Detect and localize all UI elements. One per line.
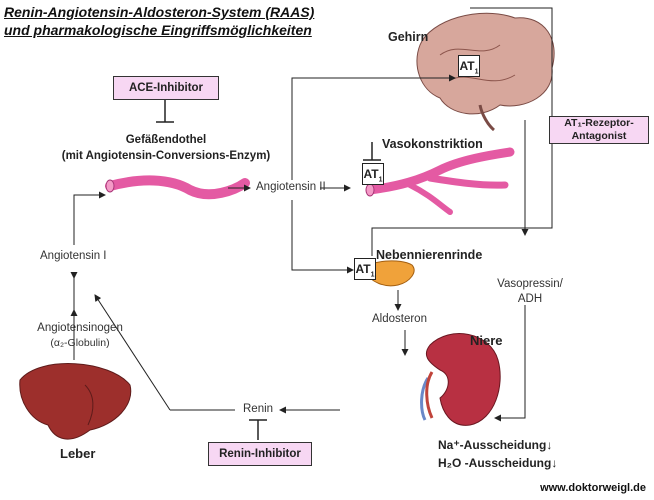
renin-inhibitor-box: Renin-Inhibitor: [208, 442, 312, 466]
adrenal-cortex-label: Nebennierenrinde: [376, 248, 483, 262]
globulin-label: (α₂-Globulin): [50, 337, 110, 349]
at1-antagonist-box: AT₁-Rezeptor- Antagonist: [549, 116, 649, 144]
vasoconstriction-vessel-illustration: [365, 147, 515, 215]
angiotensinogen-label: Angiotensinogen: [37, 322, 123, 334]
ace-inhibitor-label: ACE-Inhibitor: [128, 82, 204, 94]
website-link[interactable]: www.doktorweigl.de: [540, 482, 646, 494]
endothel-label: Gefäßendothel: [125, 134, 207, 146]
kidney-illustration: [420, 333, 501, 426]
endothel-enzyme-label: (mit Angiotensin-Conversions-Enzym): [61, 150, 271, 162]
inhibitor-markers: [156, 99, 381, 440]
renin-label: Renin: [243, 403, 274, 415]
adh-label: ADH: [517, 293, 543, 305]
pathway-connectors: [70, 7, 553, 422]
vessel-endothel-illustration: [105, 175, 250, 200]
page-title-line1: Renin-Angiotensin-Aldosteron-System (RAA…: [4, 4, 315, 20]
sodium-excretion-label: Na⁺-Ausscheidung↓: [438, 438, 553, 452]
at1-receptor-adrenal: AT1: [354, 258, 376, 280]
angiotensin-ii-label: Angiotensin II: [256, 181, 326, 193]
at1-antagonist-label-line1: AT₁-Rezeptor-: [564, 117, 634, 129]
vasopressin-label: Vasopressin/: [497, 278, 563, 290]
vasoconstriction-label: Vasokonstriktion: [382, 137, 483, 151]
page-title-line2: und pharmakologische Eingriffsmöglichkei…: [4, 22, 312, 38]
renin-inhibitor-label: Renin-Inhibitor: [219, 448, 301, 460]
at1-receptor-brain: AT1: [458, 55, 480, 77]
aldosteron-label: Aldosteron: [372, 313, 427, 325]
kidney-label: Niere: [470, 333, 503, 348]
at1-antagonist-label-line2: Antagonist: [571, 130, 627, 142]
at1-receptor-vessel: AT1: [362, 163, 384, 185]
liver-illustration: [19, 363, 132, 440]
brain-label: Gehirn: [388, 30, 429, 44]
angiotensin-i-label: Angiotensin I: [40, 250, 107, 262]
brain-illustration: [416, 12, 555, 132]
ace-inhibitor-box: ACE-Inhibitor: [113, 76, 219, 100]
water-excretion-label: H₂O -Ausscheidung↓: [438, 456, 558, 470]
liver-label: Leber: [60, 446, 96, 461]
